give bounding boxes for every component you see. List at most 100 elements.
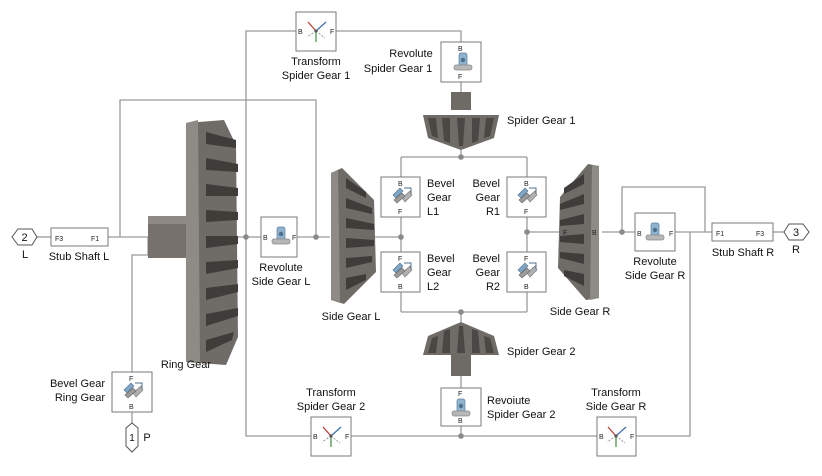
transform-spider-gear-2-block[interactable]: B F Transform Spider Gear 2	[297, 387, 365, 457]
bevel-gear-r1-label-line2: Gear	[476, 192, 501, 204]
junction-dots	[243, 154, 625, 439]
stub-shaft-r-port-b: F3	[756, 231, 764, 238]
bevel-gear-l1-block[interactable]: B F Bevel Gear L1	[380, 176, 455, 218]
stub-shaft-l-block[interactable]: F3 F1 Stub Shaft L	[49, 227, 110, 263]
port-right-number: 3	[793, 227, 799, 239]
bevel-gear-r1-block[interactable]: B F Bevel Gear R1	[472, 176, 547, 218]
revolute-spider-gear-1-label-line2: Spider Gear 1	[364, 63, 432, 75]
bevel-gear-r2-port-b: B	[524, 284, 529, 291]
revolute-spider-gear-2-label-line1: Revoiute	[487, 395, 530, 407]
bevel-gear-ring-block[interactable]: F B Bevel Gear Ring Gear	[50, 371, 153, 413]
bevel-gear-r2-label-line3: R2	[486, 281, 500, 293]
stub-shaft-r-block[interactable]: F1 F3 Stub Shaft R	[711, 222, 774, 259]
stub-shaft-l-port-a: F3	[55, 236, 63, 243]
port-right-label: R	[792, 244, 800, 256]
transform-spider-gear-1-port-f: F	[330, 29, 334, 36]
junction-dot	[458, 309, 464, 315]
revolute-side-gear-l-block[interactable]: B F Revolute Side Gear L	[252, 216, 311, 288]
revolute-side-gear-r-label-line2: Side Gear R	[625, 270, 686, 282]
ring-gear-label: Ring Gear	[161, 359, 211, 371]
line-transform2-to-revolute2[interactable]	[351, 426, 462, 437]
ring-gear-hub-shade	[148, 216, 186, 224]
spider-gear-2-label: Spider Gear 2	[507, 346, 575, 358]
revolute-spider-gear-1-block[interactable]: B F Revolute Spider Gear 1	[364, 41, 482, 83]
junction-dot	[243, 234, 249, 240]
transform-spider-gear-1-label-line1: Transform	[291, 56, 341, 68]
revolute-spider-gear-2-block[interactable]: F B Revoiute Spider Gear 2	[440, 387, 555, 427]
bevel-gear-l1-label-line1: Bevel	[427, 178, 455, 190]
revolute-side-gear-r-port-b: B	[637, 231, 642, 238]
bevel-gear-l2-label-line2: Gear	[427, 267, 452, 279]
side-gear-r-port-b: B	[592, 230, 597, 237]
bevel-gear-l1-port-f: F	[398, 209, 402, 216]
stub-shaft-l-port-b: F1	[91, 236, 99, 243]
line-transform-spider1[interactable]	[245, 30, 296, 237]
bevel-gear-l2-port-f: F	[398, 256, 402, 263]
bevel-gear-l1-label-line3: L1	[427, 206, 439, 218]
port-bottom[interactable]: 1 P	[125, 422, 151, 453]
revolute-side-gear-r-port-f: F	[669, 231, 673, 238]
transform-spider-gear-2-port-b: B	[313, 434, 318, 441]
bevel-gear-r1-label-line1: Bevel	[472, 178, 500, 190]
side-gear-r-face	[590, 165, 599, 300]
stub-shaft-l-box	[50, 227, 109, 247]
connection-lines	[37, 30, 784, 437]
junction-dot	[524, 229, 530, 235]
bevel-gear-l1-label-line2: Gear	[427, 192, 452, 204]
side-gear-r-teeth	[560, 174, 584, 286]
transform-side-gear-r-port-f: F	[630, 434, 634, 441]
transform-side-gear-r-block[interactable]: B F Transform Side Gear R	[586, 387, 647, 457]
line-ring-loop[interactable]	[131, 237, 149, 372]
side-gear-l-label: Side Gear L	[322, 311, 381, 323]
line-bottom-loop[interactable]	[245, 237, 311, 437]
spider-gear-2-teeth	[428, 326, 494, 353]
side-gear-r-label: Side Gear R	[550, 306, 611, 318]
ring-gear-face	[186, 120, 200, 362]
side-gear-l-solid[interactable]: Side Gear L	[322, 168, 381, 323]
revolute-spider-gear-2-label-line2: Spider Gear 2	[487, 409, 555, 421]
line-loop-right[interactable]	[621, 186, 706, 232]
bevel-gear-r1-port-b: B	[524, 181, 529, 188]
ring-gear-solid[interactable]: Ring Gear	[148, 120, 238, 371]
side-gear-l-teeth	[346, 178, 374, 290]
transform-spider-gear-1-block[interactable]: B F Transform Spider Gear 1	[282, 11, 350, 82]
port-left[interactable]: 2 L	[11, 228, 38, 261]
side-gear-r-solid[interactable]: F B Side Gear R	[550, 164, 611, 318]
junction-dot	[313, 234, 319, 240]
transform-spider-gear-1-label-line2: Spider Gear 1	[282, 70, 350, 82]
stub-shaft-r-port-a: F1	[716, 231, 724, 238]
side-gear-r-body	[558, 164, 599, 300]
spider-gear-1-teeth	[428, 118, 494, 146]
revolute-spider-gear-1-port-f: F	[458, 74, 462, 81]
bevel-gear-ring-label-line2: Ring Gear	[55, 392, 105, 404]
bevel-gear-ring-port-f: F	[129, 376, 133, 383]
revolute-side-gear-l-port-b: B	[263, 235, 268, 242]
revolute-spider-gear-1-label-line1: Revolute	[389, 48, 432, 60]
spider-gear-1-solid[interactable]: Spider Gear 1	[423, 92, 575, 150]
revolute-side-gear-r-block[interactable]: B F Revolute Side Gear R	[625, 212, 686, 282]
spider-gear-2-solid[interactable]: Spider Gear 2	[423, 322, 575, 376]
bevel-gear-r2-block[interactable]: F B Bevel Gear R2	[472, 251, 547, 293]
line-transform-to-revolute1[interactable]	[336, 30, 462, 42]
bevel-gear-l2-port-b: B	[398, 284, 403, 291]
bevel-gear-l2-block[interactable]: F B Bevel Gear L2	[380, 251, 455, 293]
bevel-gear-r2-port-f: F	[524, 256, 528, 263]
port-bottom-shape	[125, 422, 139, 453]
side-gear-l-face	[331, 170, 340, 302]
bevel-gear-r2-label-line1: Bevel	[472, 253, 500, 265]
bevel-gear-r2-label-line2: Gear	[476, 267, 501, 279]
port-right-shape	[783, 223, 810, 241]
port-right[interactable]: 3 R	[783, 223, 810, 256]
transform-spider-gear-2-label-line2: Spider Gear 2	[297, 401, 365, 413]
junction-dot	[398, 234, 404, 240]
bevel-gear-l2-label-line1: Bevel	[427, 253, 455, 265]
line-top-loop[interactable]	[119, 99, 317, 237]
line-transform-r-loop[interactable]	[636, 232, 691, 437]
junction-dot	[458, 433, 464, 439]
bevel-gear-ring-port-b: B	[129, 404, 134, 411]
side-gear-l-body	[331, 168, 376, 304]
revolute-side-gear-l-label-line1: Revolute	[259, 262, 302, 274]
transform-side-gear-r-port-b: B	[599, 434, 604, 441]
transform-side-gear-r-label-line2: Side Gear R	[586, 401, 647, 413]
